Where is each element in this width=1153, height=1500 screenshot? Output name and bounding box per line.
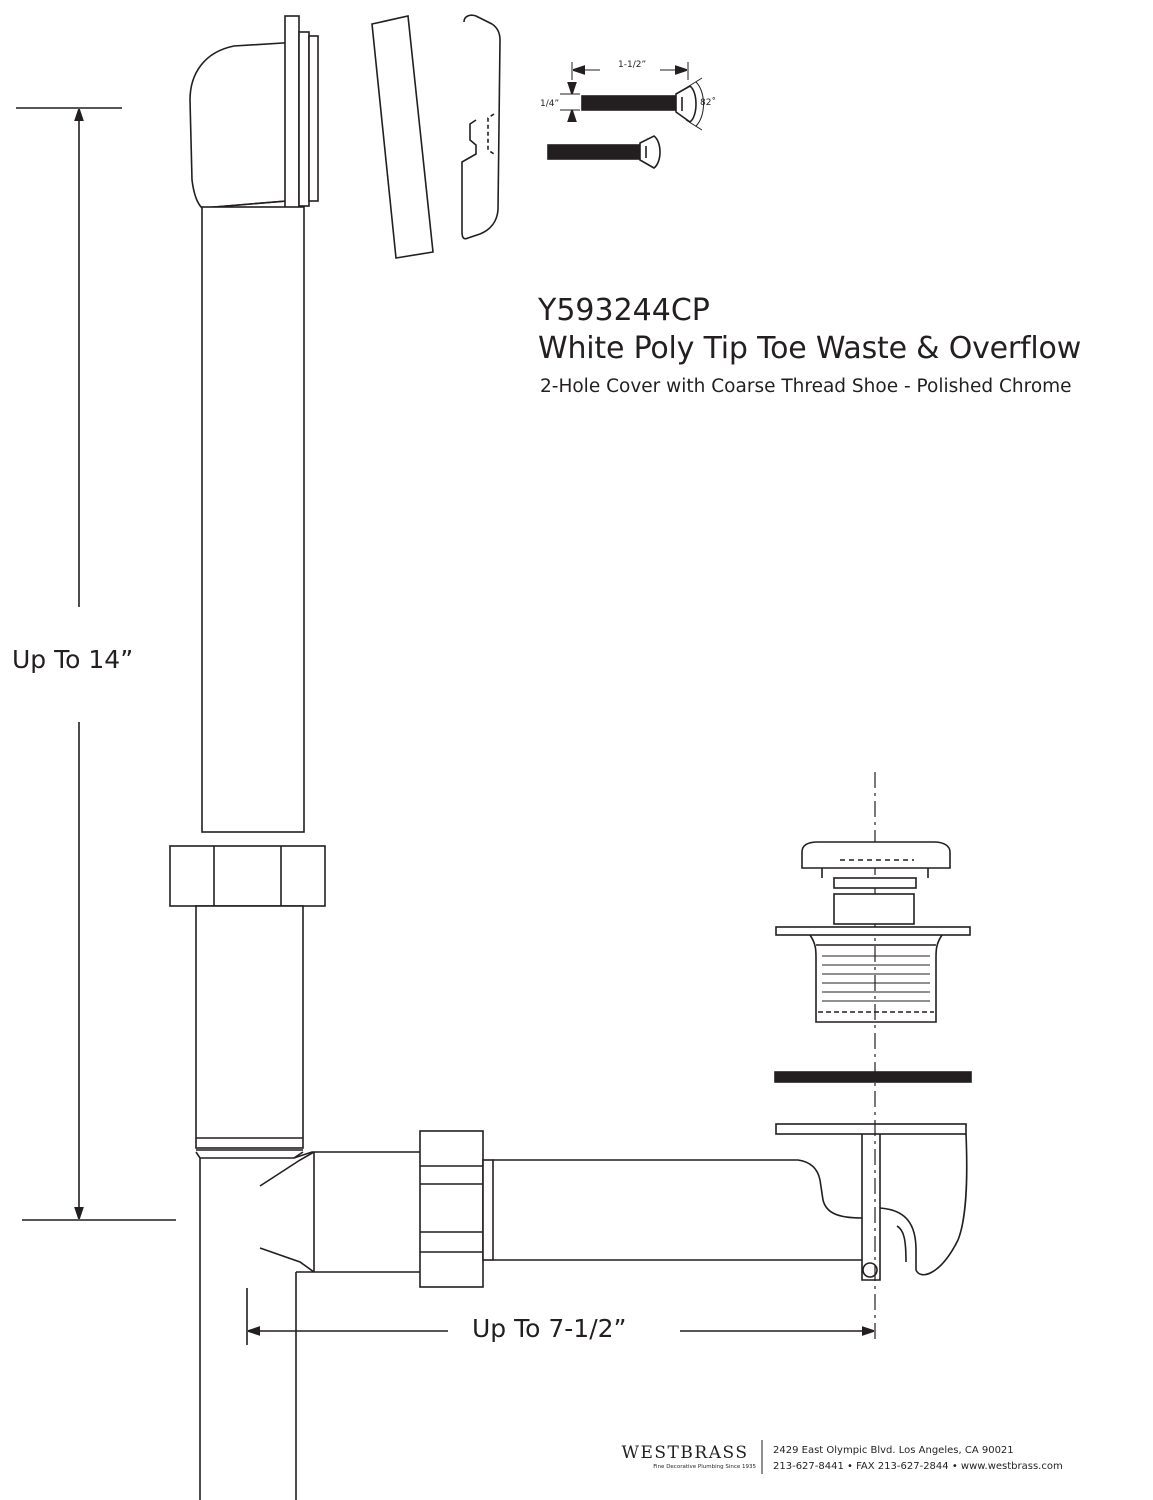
footer-address: 2429 East Olympic Blvd. Los Angeles, CA …: [773, 1445, 1014, 1456]
footer-contact: 213-627-8441 • FAX 213-627-2844 • www.we…: [773, 1461, 1063, 1472]
screw-detail: [547, 62, 704, 169]
drain-shoe-body: [775, 1123, 968, 1281]
footer-contact-block: 2429 East Olympic Blvd. Los Angeles, CA …: [773, 1443, 1063, 1475]
height-dimension-label: Up To 14”: [12, 645, 134, 674]
slip-nut-vertical: [169, 845, 326, 907]
height-dimension: [16, 107, 176, 1221]
product-name: White Poly Tip Toe Waste & Overflow: [538, 331, 1082, 366]
overflow-flange: [284, 15, 319, 222]
overflow-elbow: [189, 41, 300, 209]
screw-angle-label: 82˚: [700, 98, 716, 108]
drain-flange-threaded-body: [775, 926, 971, 1023]
vertical-tube: [195, 905, 304, 1151]
brand-name: WESTBRASS: [621, 1443, 749, 1463]
product-description: 2-Hole Cover with Coarse Thread Shoe - P…: [540, 376, 1072, 397]
length-dimension: [246, 1288, 873, 1345]
tip-toe-stopper: [801, 841, 951, 925]
title-block: Y593244CP White Poly Tip Toe Waste & Ove…: [538, 292, 1138, 400]
model-number: Y593244CP: [538, 293, 710, 328]
drain-gasket: [774, 1071, 972, 1083]
waste-tee: [195, 1151, 420, 1500]
brand-logo: WESTBRASS Fine Decorative Plumbing Since…: [614, 1444, 756, 1471]
overflow-faceplate: [461, 14, 501, 240]
brand-tagline: Fine Decorative Plumbing Since 1935: [653, 1464, 756, 1470]
slip-nut-horizontal: [419, 1130, 484, 1288]
length-dimension-label: Up To 7-1/2”: [472, 1314, 627, 1343]
overflow-gasket: [371, 15, 434, 259]
drain-shoe-tube: [482, 1159, 863, 1261]
screw-diameter-label: 1/4”: [540, 99, 560, 109]
overflow-tube: [201, 206, 305, 833]
screw-length-label: 1-1/2”: [618, 60, 647, 70]
